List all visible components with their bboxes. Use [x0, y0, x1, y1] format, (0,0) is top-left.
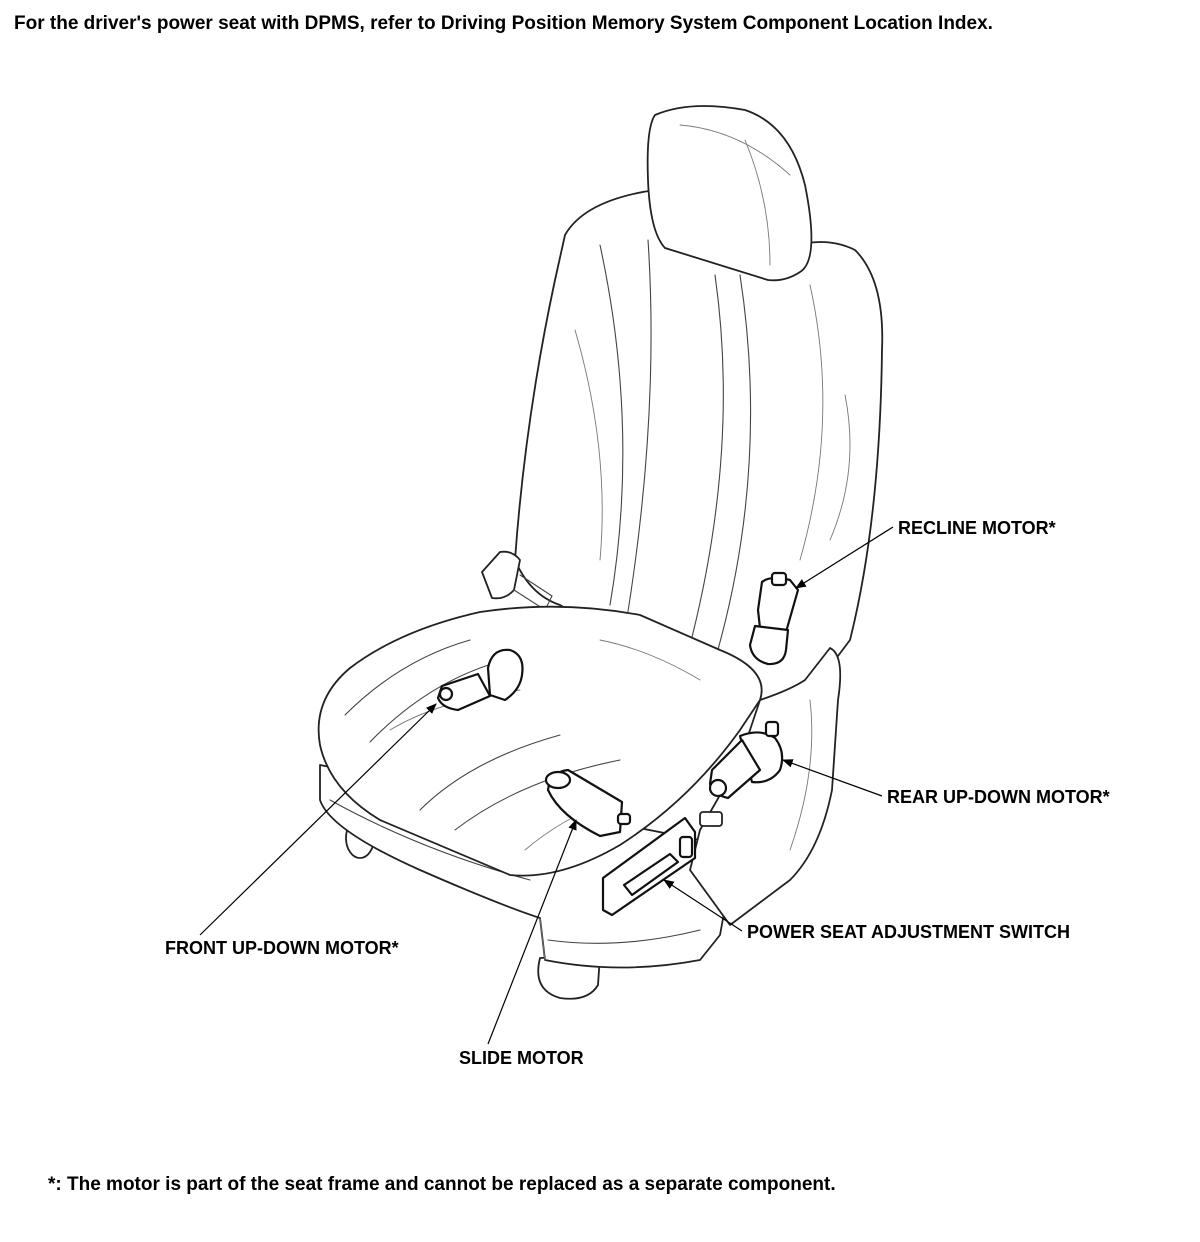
front-up-down-motor-label: FRONT UP-DOWN MOTOR* — [165, 938, 399, 958]
recline-motor-part — [748, 571, 800, 666]
rear-up-down-motor-leader — [781, 759, 883, 797]
slide-motor-leader — [487, 818, 577, 1045]
slide-motor-part — [544, 768, 632, 838]
headrest — [646, 105, 813, 282]
slide-motor-label: SLIDE MOTOR — [459, 1048, 584, 1068]
header-note: For the driver's power seat with DPMS, r… — [14, 13, 993, 34]
front-up-down-motor-leader — [199, 703, 437, 936]
power-seat-adjustment-switch-label: POWER SEAT ADJUSTMENT SWITCH — [747, 922, 1070, 942]
footnote: *: The motor is part of the seat frame a… — [48, 1174, 836, 1195]
rear-up-down-motor-label: REAR UP-DOWN MOTOR* — [887, 787, 1110, 807]
seat-back — [514, 189, 884, 701]
power-seat-adjustment-switch-part — [601, 816, 697, 917]
rear-up-down-motor-part — [708, 720, 784, 800]
recline-motor-leader — [795, 526, 894, 589]
front-up-down-motor-part — [436, 648, 524, 712]
seatbelt-buckle — [481, 550, 553, 611]
recline-motor-label: RECLINE MOTOR* — [898, 518, 1056, 538]
seat-side-shield — [689, 647, 842, 926]
power-seat-adjustment-switch-leader — [663, 879, 743, 932]
